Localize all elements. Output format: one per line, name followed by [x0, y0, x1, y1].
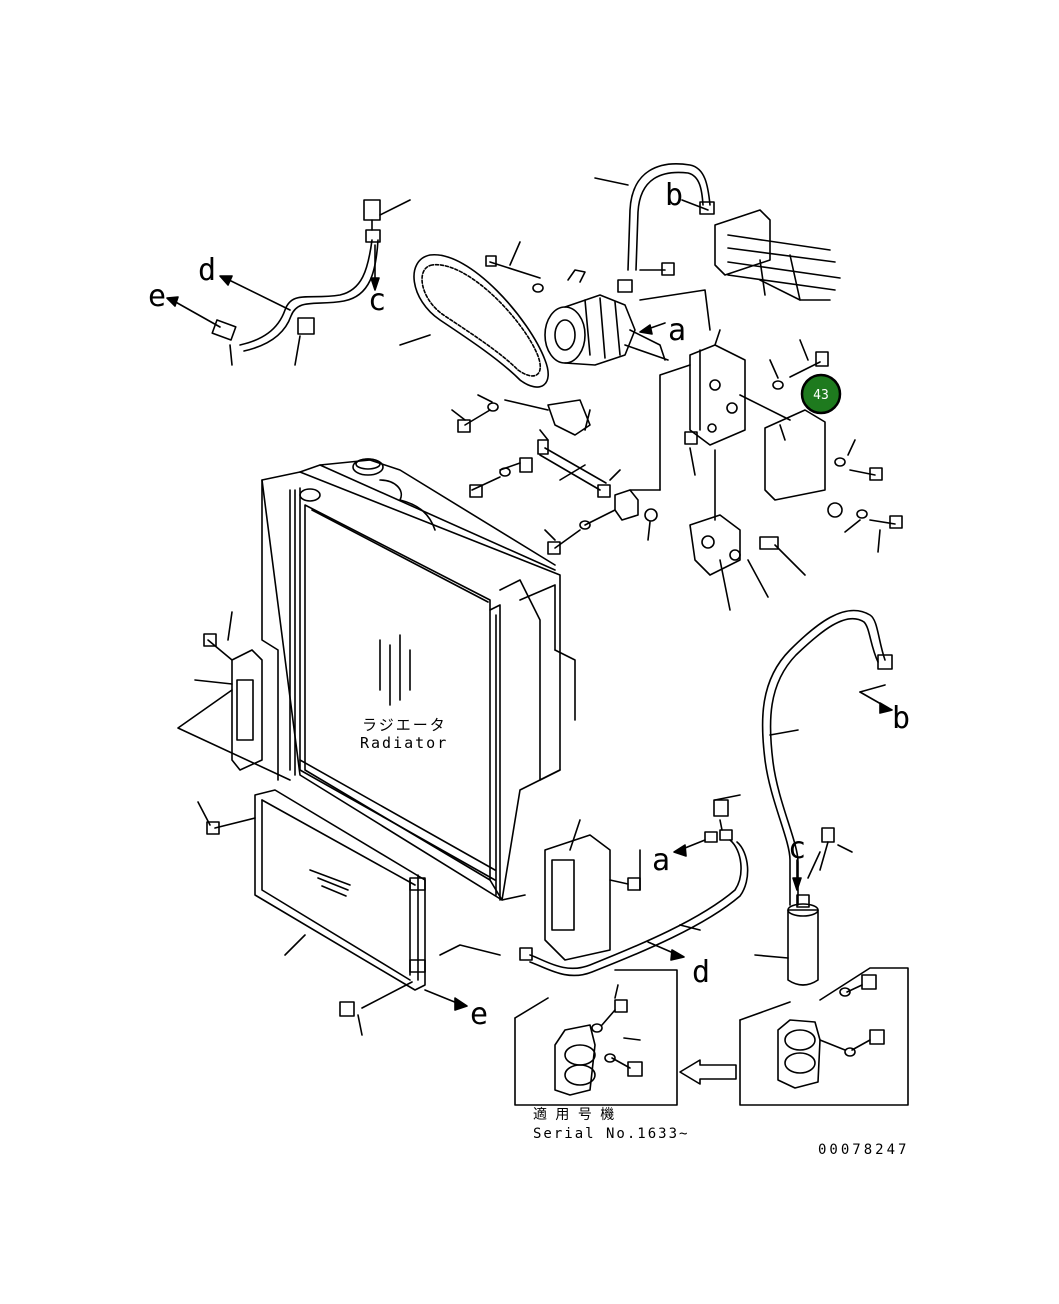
ref-label-a-upper: a [668, 313, 686, 348]
arrow-b-lower [859, 684, 893, 714]
ac-compressor [544, 269, 669, 366]
receiver-drier [754, 827, 853, 986]
bracket-bolt-right [769, 339, 829, 390]
mount-bolt-1 [834, 439, 883, 481]
condenser [197, 789, 426, 1036]
ref-label-d-top: d [198, 253, 216, 288]
arrow-e-bottom [424, 989, 468, 1011]
mount-bolt-2 [844, 509, 903, 553]
ref-label-b-lower: b [892, 701, 910, 736]
arrow-c-lower [792, 859, 802, 891]
arrow-e-top [166, 296, 221, 328]
fan-belt [399, 254, 549, 388]
arrow-b-top [681, 199, 709, 211]
idler-bracket [451, 394, 591, 436]
callout-marker[interactable] [800, 373, 842, 415]
ref-label-c-lower: c [788, 831, 806, 866]
mounting-plate [739, 394, 843, 518]
radiator-label-jp: ラジエータ [362, 716, 447, 734]
arrow-d-top [219, 275, 291, 311]
callout-number[interactable]: 43 [813, 388, 829, 403]
radiator [261, 458, 576, 901]
expansion-valve-block [714, 209, 841, 301]
drawing-number: 00078247 [818, 1142, 909, 1158]
inset-serial-detail [514, 969, 678, 1106]
lower-bracket [684, 431, 806, 611]
arrow-d-lower [647, 941, 685, 961]
serial-label-en: Serial No.1633~ [533, 1126, 689, 1142]
receiver-hose [761, 609, 893, 906]
adjust-bolt [469, 429, 621, 498]
compressor-bracket [689, 329, 746, 446]
ref-label-c-top: c [368, 283, 386, 318]
hose-lower [439, 794, 749, 977]
bolt-top-right [639, 262, 675, 276]
arrow-a-upper [629, 289, 711, 361]
inset-current-detail [739, 967, 909, 1106]
arrow-a-lower [673, 839, 706, 857]
ref-label-e-bottom: e [470, 997, 488, 1032]
inset-transition-arrow [679, 1059, 737, 1085]
radiator-left-bracket [177, 611, 291, 781]
bracket-block [544, 364, 691, 555]
arrow-c-top [370, 244, 380, 291]
serial-label-jp: 適 用 号 機 [533, 1106, 614, 1123]
compressor-bolt [485, 241, 544, 293]
ref-label-d-lower: d [692, 955, 710, 990]
ref-label-a-lower: a [652, 843, 670, 878]
radiator-cap [299, 488, 321, 502]
radiator-label-en: Radiator [360, 734, 448, 752]
ref-label-e-top: e [148, 279, 166, 314]
radiator-right-bracket [544, 819, 641, 961]
hose-to-b [594, 163, 715, 271]
ref-label-b-top: b [665, 178, 683, 213]
part-callout-43[interactable]: 43 [800, 373, 842, 415]
